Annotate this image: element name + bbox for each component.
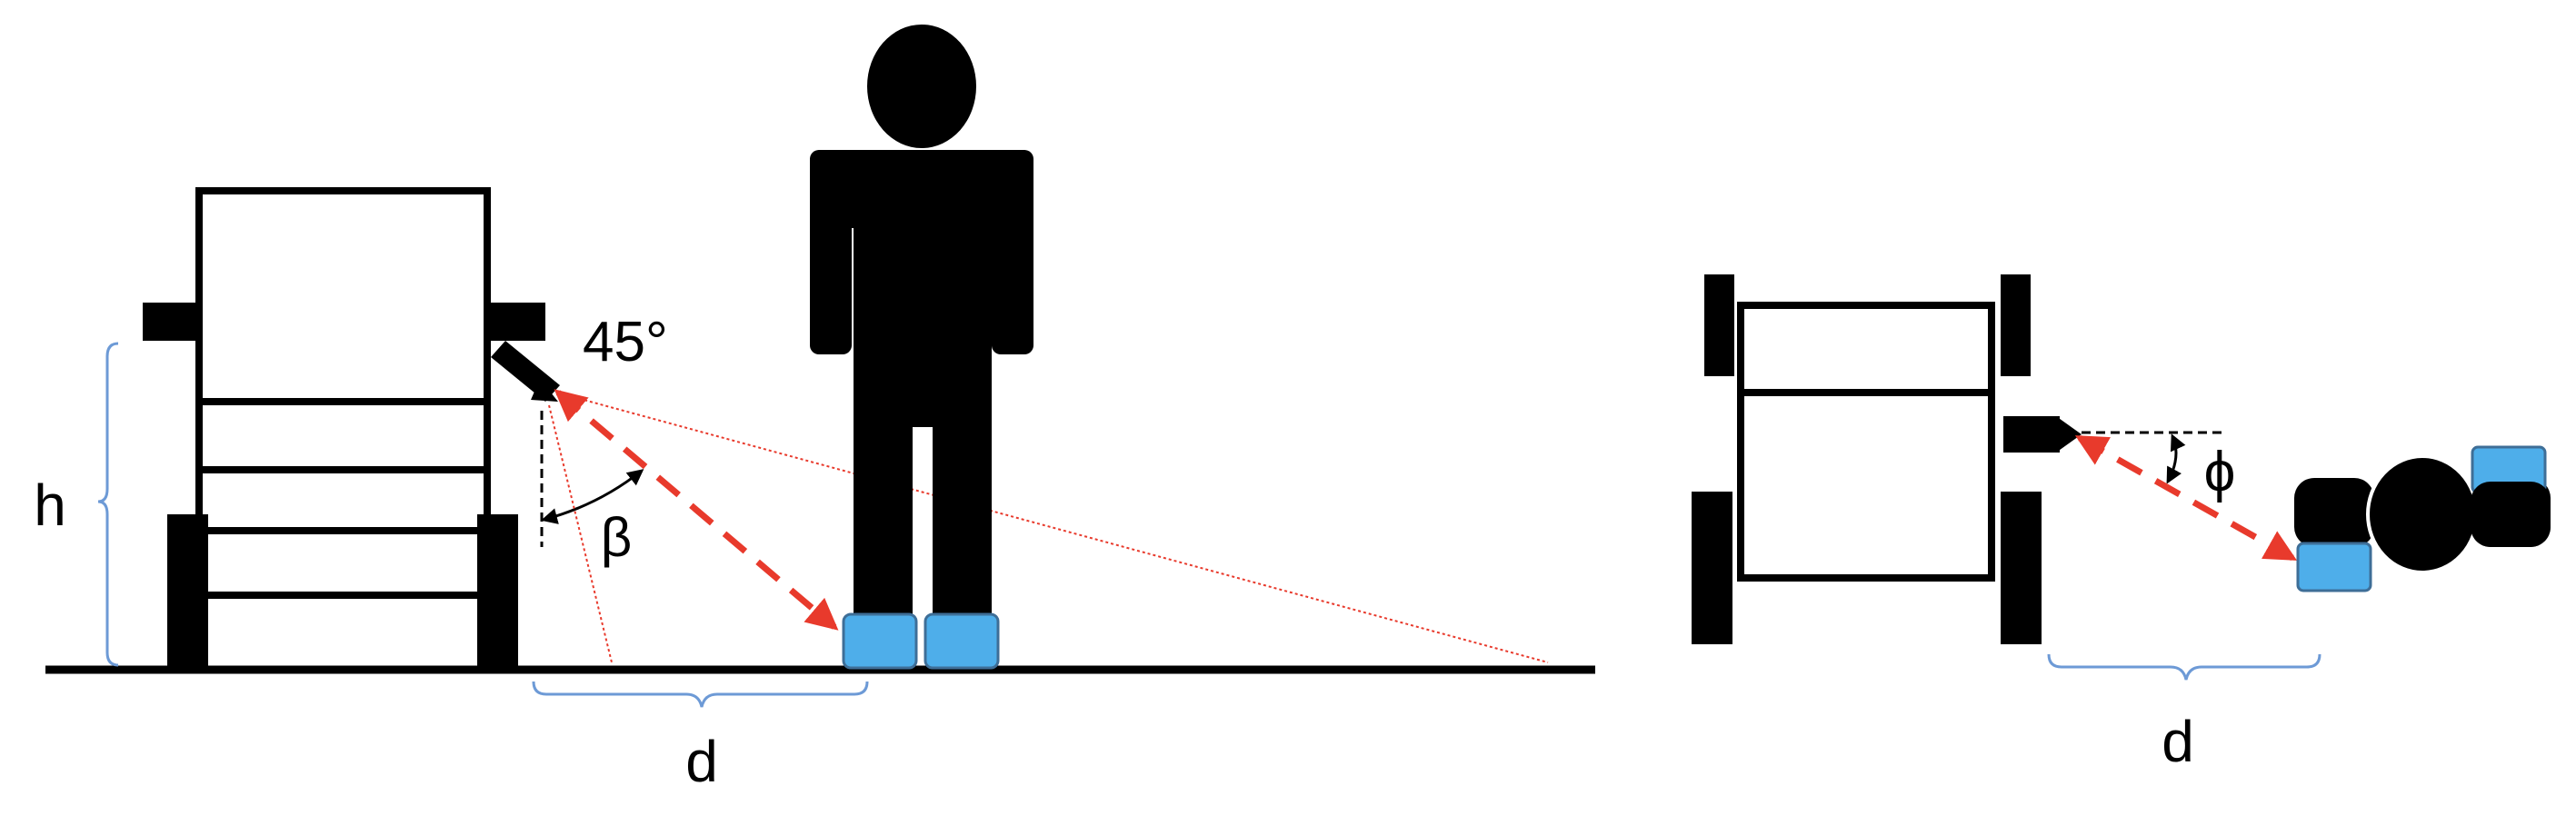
distance-label-top: d bbox=[2162, 709, 2194, 774]
wheel-bottom-right bbox=[2001, 492, 2042, 644]
person-leg-right bbox=[933, 425, 992, 618]
wheel-top-left bbox=[1704, 274, 1734, 376]
camera-to-feet-arrow bbox=[554, 389, 839, 631]
person-shoulder-left bbox=[2294, 478, 2374, 547]
phi-angle-arc bbox=[2166, 433, 2186, 484]
person-head-top bbox=[2366, 454, 2479, 574]
person-leg-left bbox=[854, 425, 913, 618]
top-view-panel: ϕ d bbox=[1692, 274, 2551, 774]
person-arm-left bbox=[810, 150, 852, 354]
person-shoulder-right-cover bbox=[2471, 482, 2551, 547]
foot-left bbox=[842, 612, 918, 670]
person-shoulders bbox=[810, 150, 1033, 228]
wheelchair-side-view bbox=[143, 187, 545, 670]
armrest-right bbox=[488, 303, 545, 341]
wheelchair-top-view bbox=[1692, 274, 2042, 644]
wheel-bottom-left bbox=[1692, 492, 1732, 644]
distance-brace-side bbox=[532, 681, 869, 708]
camera-tilt-angle-label: 45° bbox=[583, 311, 668, 373]
wheel-top-right bbox=[2001, 274, 2031, 376]
side-view-panel: h 45° β d bbox=[34, 25, 1595, 794]
height-label: h bbox=[34, 473, 66, 538]
fov-upper-line bbox=[563, 393, 1549, 663]
distance-brace-top bbox=[2047, 653, 2321, 681]
person-head bbox=[867, 25, 976, 148]
person-arm-right bbox=[992, 150, 1033, 354]
foot-top-left bbox=[2296, 542, 2372, 592]
distance-label-side: d bbox=[685, 729, 718, 794]
chair-frame-top bbox=[1737, 302, 1995, 582]
person-top-view bbox=[2294, 445, 2551, 592]
person-silhouette bbox=[810, 25, 1033, 618]
phi-label: ϕ bbox=[2204, 441, 2236, 503]
chair-backrest bbox=[195, 187, 491, 534]
beta-label: β bbox=[601, 507, 633, 568]
chair-leg-right bbox=[477, 514, 518, 670]
foot-right bbox=[924, 612, 1000, 670]
camera-icon-top bbox=[2003, 416, 2082, 453]
armrest-left bbox=[143, 303, 202, 341]
camera-icon bbox=[491, 341, 560, 402]
chair-leg-left bbox=[167, 514, 208, 670]
camera-to-feet-arrow-top bbox=[2074, 434, 2298, 562]
height-brace bbox=[97, 342, 119, 667]
